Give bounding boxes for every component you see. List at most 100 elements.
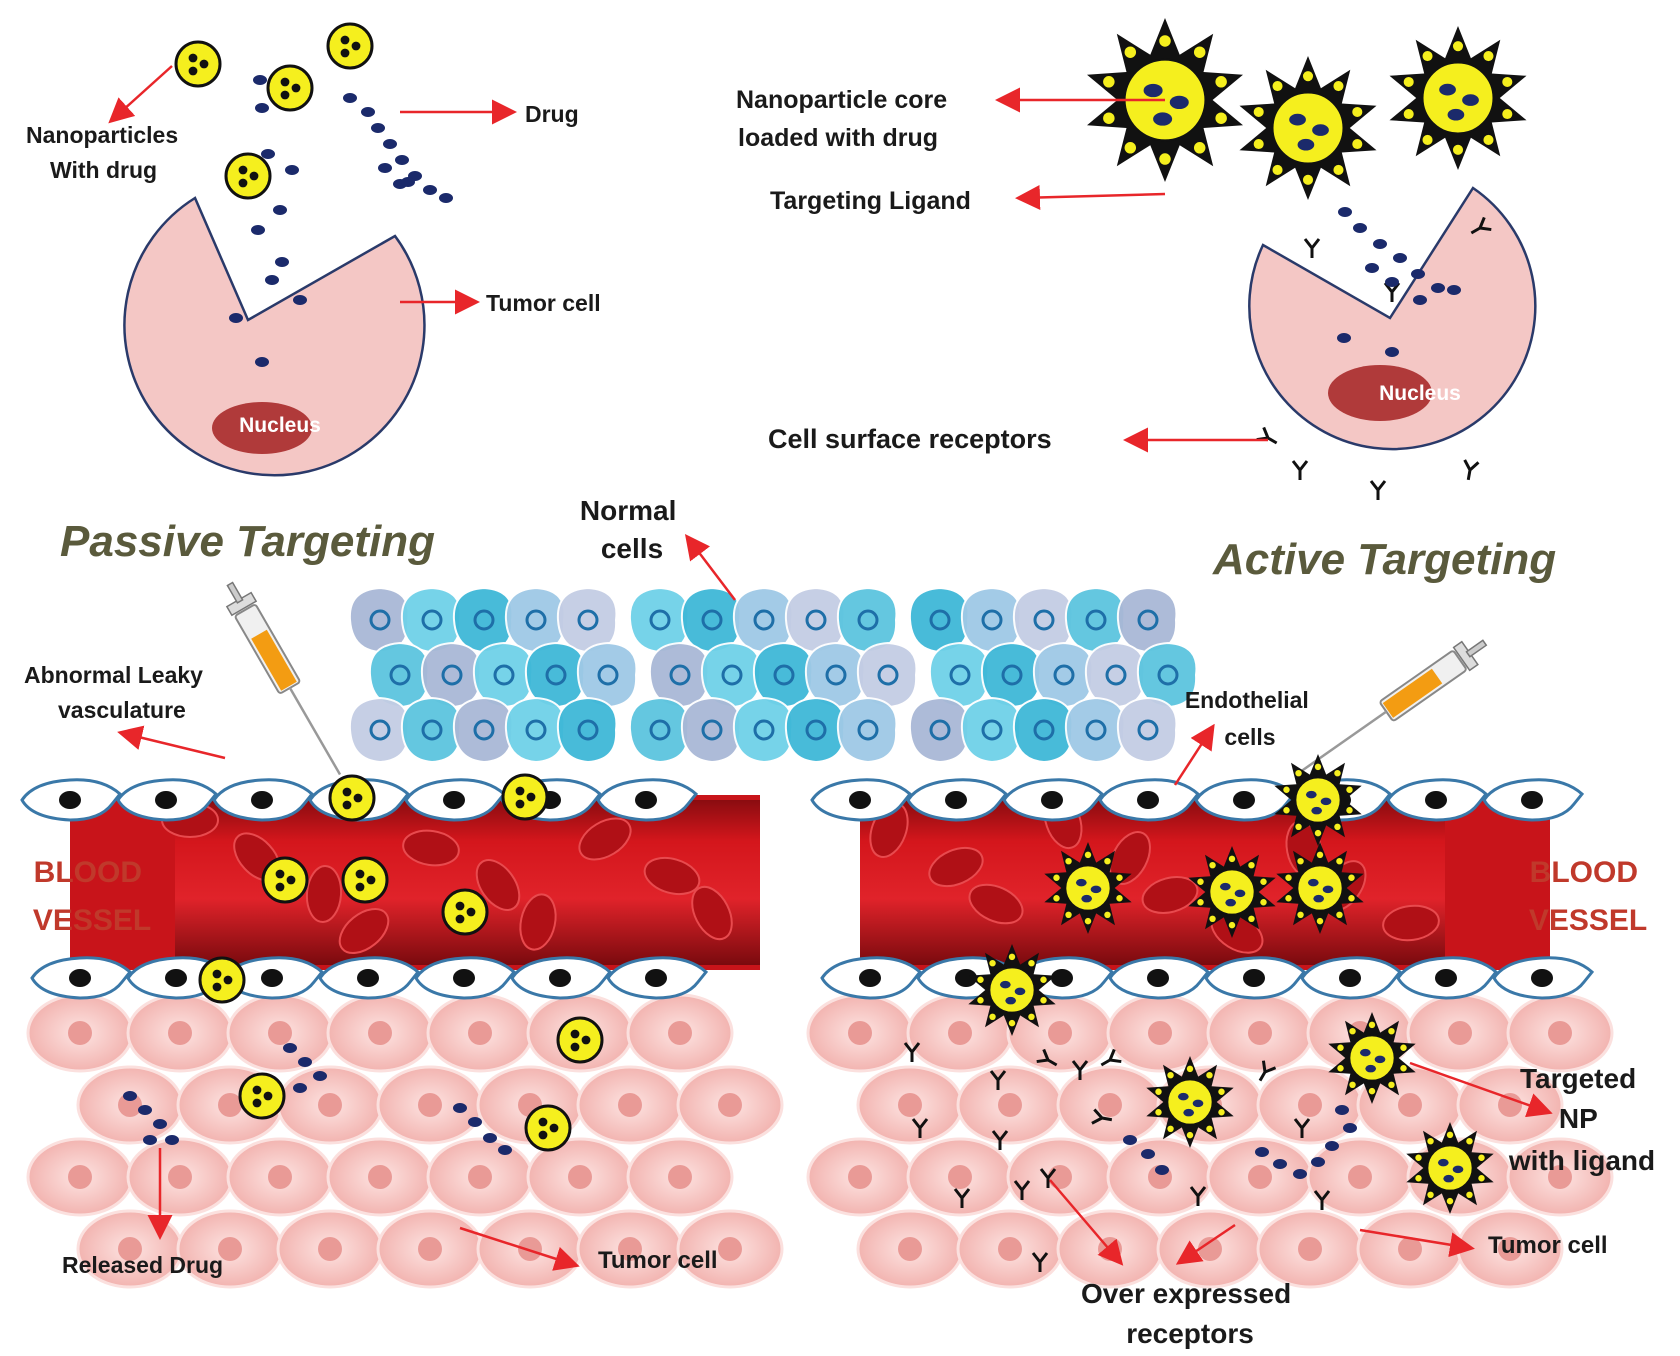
drug-dot	[1338, 207, 1352, 217]
passive-tumor-tissue	[26, 993, 784, 1289]
nanoparticle-icon	[556, 1016, 604, 1064]
drug-dot	[275, 257, 289, 267]
drug-dot	[251, 225, 265, 235]
nanoparticle-icon	[441, 888, 489, 936]
drug-dot	[153, 1119, 167, 1129]
receptors-arrow-left	[1049, 1179, 1124, 1266]
targeted-nanoparticle-icon	[1389, 26, 1527, 170]
cell-surface-receptors	[1256, 216, 1492, 500]
normal-cell	[960, 696, 1022, 764]
targeted-nanoparticle-icon	[1188, 846, 1276, 938]
targeted-nanoparticle-icon	[1276, 842, 1364, 934]
endothelial-label: Endothelial cells	[1185, 687, 1315, 750]
targeted-np-label: Targeted NP with ligand	[1508, 1063, 1655, 1176]
nanoparticle-icon	[224, 152, 272, 200]
drug-dot	[395, 155, 409, 165]
active-nucleus	[1328, 365, 1432, 421]
drug-dot	[498, 1145, 512, 1155]
drug-dot	[255, 103, 269, 113]
drug-label: Drug	[525, 101, 579, 127]
passive-tumor-arrow	[459, 1226, 580, 1271]
drug-dot	[378, 163, 392, 173]
targeted-nanoparticle-icon	[1406, 1122, 1494, 1214]
normal-cell	[556, 696, 618, 764]
active-nucleus-label: Nucleus	[1379, 382, 1461, 405]
drug-dot	[361, 107, 375, 117]
drug-dot	[261, 149, 275, 159]
tissue-drugs-and-receptors	[123, 1042, 1357, 1272]
nanoparticle-icon	[261, 856, 309, 904]
receptor-icon	[911, 1118, 929, 1138]
targeted-nanoparticle-icon	[1239, 56, 1377, 200]
drug-dot	[423, 185, 437, 195]
red-blood-cell	[475, 859, 521, 911]
normal-cell	[1012, 696, 1074, 764]
active-drug-dots	[1337, 207, 1461, 357]
receptors-label: Cell surface receptors	[768, 424, 1052, 454]
red-blood-cell	[643, 856, 701, 896]
drug-dot	[439, 193, 453, 203]
normal-cell	[348, 696, 410, 764]
drug-dot	[1413, 295, 1427, 305]
normal-cell	[1116, 696, 1178, 764]
targeted-nanoparticle-icon	[1328, 1012, 1416, 1104]
targeted-nanoparticle-icon	[1146, 1056, 1234, 1148]
drug-dot	[453, 1103, 467, 1113]
red-blood-cell	[578, 817, 632, 861]
leaky-arrow	[117, 725, 226, 760]
receptor-icon	[1303, 238, 1321, 258]
drug-dot	[1431, 283, 1445, 293]
receptor-icon	[1013, 1180, 1031, 1200]
red-blood-cell	[1382, 904, 1440, 942]
receptor-icon	[953, 1188, 971, 1208]
drug-dot	[1293, 1169, 1307, 1179]
receptor-icon	[1256, 426, 1278, 445]
nanoparticle-icon	[501, 773, 549, 821]
receptor-icon	[1031, 1252, 1049, 1272]
nanoparticle-icon	[328, 774, 376, 822]
drug-dot	[1385, 277, 1399, 287]
receptors-arrow-right	[1175, 1223, 1236, 1265]
active-tumor-tissue	[806, 993, 1614, 1289]
drug-dot	[1447, 285, 1461, 295]
drug-dot	[265, 275, 279, 285]
drug-dot	[143, 1135, 157, 1145]
active-tumor-cell: Nucleus	[1248, 186, 1537, 451]
receptor-icon	[1470, 216, 1492, 235]
red-blood-cell	[691, 885, 733, 941]
normal-cell	[732, 696, 794, 764]
targeted-np-arrow	[1409, 1061, 1553, 1118]
drug-dot	[283, 1043, 297, 1053]
passive-syringe	[225, 581, 342, 776]
drug-dot	[401, 177, 415, 187]
receptor-icon	[1293, 1118, 1311, 1138]
drug-dot	[165, 1135, 179, 1145]
normal-cell	[400, 696, 462, 764]
drug-dot	[371, 123, 385, 133]
leaky-label: Abnormal Leaky vasculature	[24, 662, 209, 723]
drug-dot	[1325, 1141, 1339, 1151]
endothelial-arrow	[1173, 723, 1215, 786]
active-nanoparticles	[1087, 18, 1527, 200]
red-blood-cell	[305, 865, 343, 923]
nanoparticle-icon	[174, 40, 222, 88]
drug-dot	[255, 357, 269, 367]
drug-dot	[1411, 269, 1425, 279]
drug-dot	[293, 295, 307, 305]
passive-drug-dots	[229, 75, 453, 367]
receptor-icon	[1039, 1168, 1057, 1188]
red-blood-cell	[1141, 876, 1199, 914]
active-syringe	[1295, 639, 1488, 776]
drug-dot	[1373, 239, 1387, 249]
drug-dot	[1155, 1165, 1169, 1175]
over-expressed-label: Over expressed receptors	[1081, 1278, 1299, 1349]
normal-cell	[784, 696, 846, 764]
receptor-icon	[989, 1070, 1007, 1090]
active-targeting-title: Active Targeting	[1212, 535, 1556, 584]
released-drug-label: Released Drug	[62, 1252, 223, 1278]
drug-dot	[1353, 223, 1367, 233]
receptor-icon	[903, 1042, 921, 1062]
targeted-nanoparticle-icon	[1044, 842, 1132, 934]
